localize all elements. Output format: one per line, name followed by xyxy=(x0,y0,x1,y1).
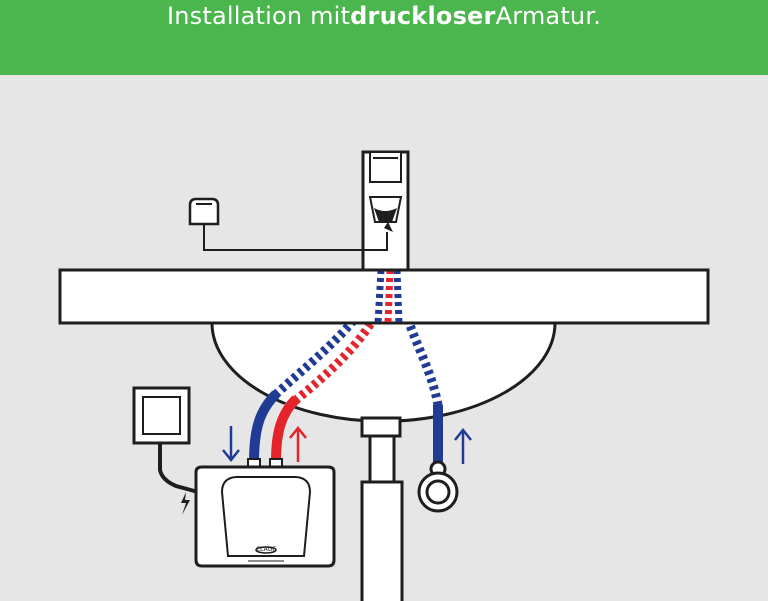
faucet xyxy=(361,150,410,272)
arrow-up-icon-supply xyxy=(454,427,472,464)
installation-diagram: CLAGE xyxy=(58,150,710,601)
water-heater xyxy=(194,465,336,568)
counter-slab xyxy=(58,268,710,325)
aerator-icon xyxy=(188,197,220,226)
heater-brand-label: CLAGE xyxy=(256,546,276,553)
title-bold: druckloser xyxy=(350,2,496,30)
title-suffix: Armatur. xyxy=(495,2,602,30)
title-prefix: Installation mit xyxy=(166,2,351,30)
lightning-icon xyxy=(181,492,190,515)
hot-pipe xyxy=(271,395,300,463)
hoses-through-counter xyxy=(374,269,403,324)
arrow-down-icon-cold xyxy=(222,426,240,463)
cold-pipe xyxy=(249,390,280,463)
shutoff-valve-inner xyxy=(425,479,451,505)
aerator-pointer-line xyxy=(203,224,388,251)
power-socket xyxy=(132,386,191,445)
page-header: Installation mit druckloser Armatur. xyxy=(0,0,768,75)
power-cable xyxy=(158,443,199,494)
hot-hose xyxy=(287,271,395,409)
drain-siphon xyxy=(360,416,404,601)
arrow-up-icon-hot xyxy=(289,425,307,462)
